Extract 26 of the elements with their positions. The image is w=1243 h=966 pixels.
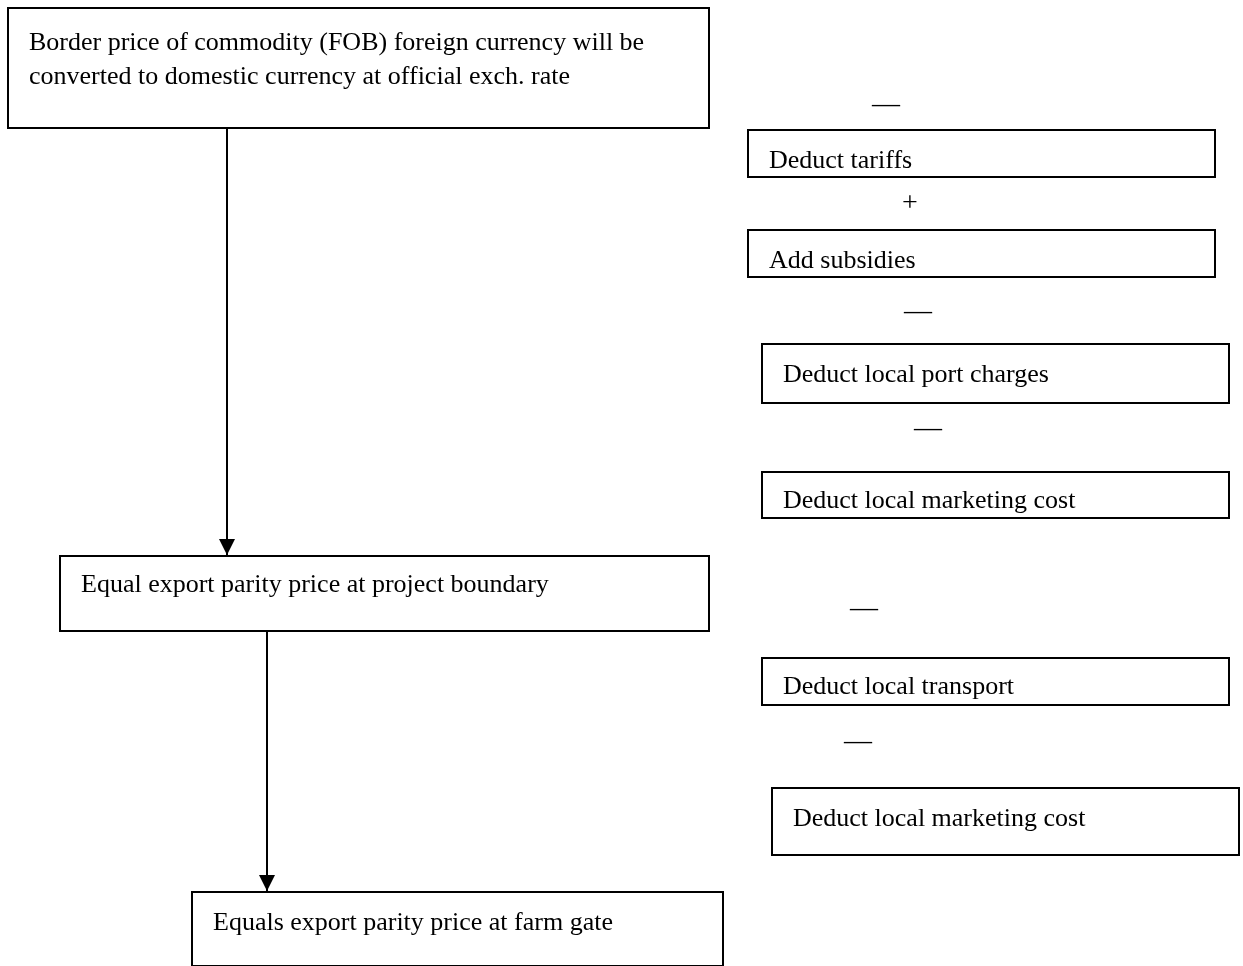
box-text: Deduct local transport: [783, 670, 1016, 702]
process-box: [191, 891, 724, 966]
box-text: Equal export parity price at project boundary: [81, 568, 550, 600]
operator-sign: —: [844, 725, 872, 755]
arrow: [259, 631, 275, 892]
operator-sign: —: [904, 295, 932, 325]
process-box: [747, 229, 1216, 278]
box-text: Equals export parity price at farm gate: [213, 906, 614, 938]
box-text: Deduct tariffs: [769, 144, 914, 176]
operator-sign: +: [902, 187, 918, 217]
process-box: [771, 787, 1240, 856]
arrow: [219, 128, 235, 556]
process-box: [59, 555, 710, 632]
process-box: [761, 343, 1230, 404]
box-text: Deduct local marketing cost: [783, 484, 1077, 516]
process-box: [761, 471, 1230, 519]
process-box: [7, 7, 710, 129]
box-text: Add subsidies: [769, 244, 917, 276]
process-box: [747, 129, 1216, 178]
box-text: Deduct local port charges: [783, 358, 1050, 390]
operator-sign: —: [914, 412, 942, 442]
operator-sign: —: [872, 88, 900, 118]
box-text: Deduct local marketing cost: [793, 802, 1087, 834]
process-box: [761, 657, 1230, 706]
box-text: Border price of commodity (FOB) foreign currency will be converted to domestic currency at official exch. rate: [29, 26, 646, 92]
operator-sign: —: [850, 592, 878, 622]
